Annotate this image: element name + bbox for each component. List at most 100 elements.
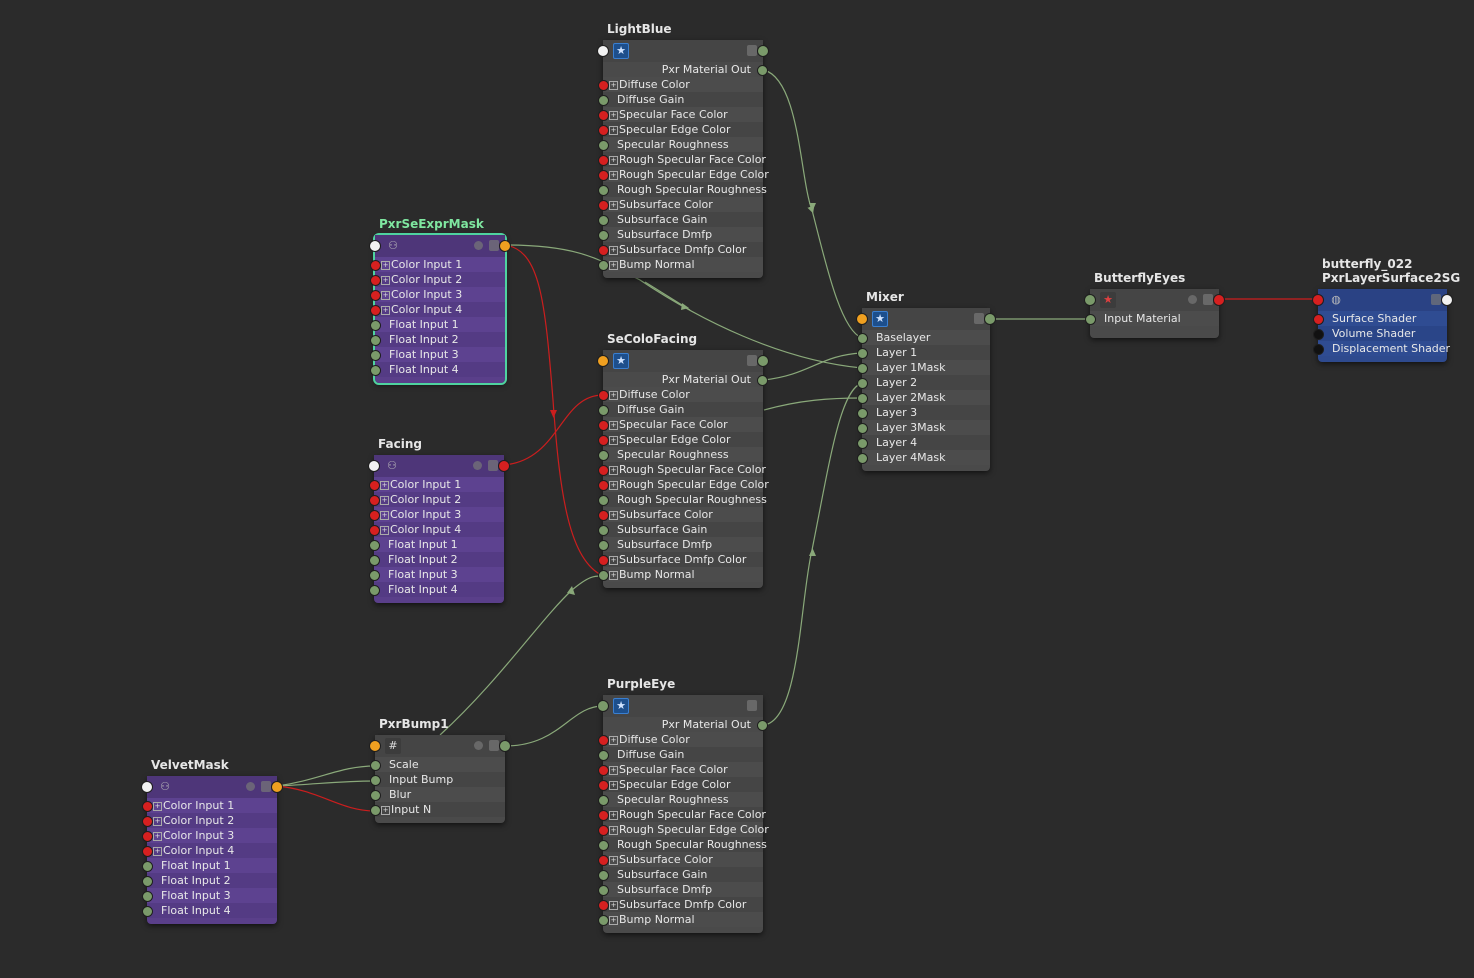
input-port[interactable] (142, 891, 153, 902)
attribute-row[interactable]: Rough Specular Roughness (598, 837, 767, 852)
expand-icon[interactable]: + (609, 125, 618, 135)
expand-icon[interactable]: + (153, 846, 162, 856)
menu-icon[interactable] (489, 240, 499, 251)
attribute-row[interactable]: Subsurface Gain (598, 212, 763, 227)
attribute-row[interactable]: Float Input 4 (142, 903, 277, 918)
input-port[interactable] (598, 230, 609, 241)
input-port[interactable] (598, 125, 609, 136)
attribute-row[interactable]: +Input N (370, 802, 505, 817)
attribute-row[interactable]: Float Input 3 (142, 888, 277, 903)
attribute-row[interactable]: Subsurface Dmfp (598, 227, 763, 242)
input-port[interactable] (369, 570, 380, 581)
input-port[interactable] (598, 525, 609, 536)
input-port[interactable] (370, 305, 381, 316)
node-header[interactable]: ★ (597, 40, 769, 62)
input-port[interactable] (1084, 294, 1096, 306)
expand-icon[interactable]: + (609, 570, 618, 580)
attribute-row[interactable]: +Specular Face Color (598, 107, 763, 122)
expand-icon[interactable]: + (609, 170, 618, 180)
input-port[interactable] (857, 363, 868, 374)
expand-icon[interactable]: + (609, 110, 618, 120)
input-port[interactable] (370, 790, 381, 801)
attribute-row[interactable]: +Rough Specular Edge Color (598, 822, 769, 837)
output-port[interactable] (498, 460, 510, 472)
input-port[interactable] (598, 495, 609, 506)
input-port[interactable] (856, 313, 868, 325)
output-port[interactable] (757, 375, 768, 386)
expand-icon[interactable]: + (381, 260, 390, 270)
input-port[interactable] (598, 855, 609, 866)
attribute-row[interactable]: Specular Roughness (598, 137, 763, 152)
input-port[interactable] (369, 740, 381, 752)
input-port[interactable] (1313, 314, 1324, 325)
toggle-icon[interactable] (474, 741, 483, 750)
node-exprmask[interactable]: PxrSeExprMask ⚇ +Color Input 1+Color Inp… (369, 217, 511, 385)
input-port[interactable] (141, 781, 153, 793)
menu-icon[interactable] (488, 460, 498, 471)
input-port[interactable] (857, 348, 868, 359)
attribute-row[interactable]: Input Material (1085, 311, 1219, 326)
expand-icon[interactable]: + (609, 915, 618, 925)
input-port[interactable] (142, 861, 153, 872)
expand-icon[interactable]: + (381, 805, 390, 815)
input-port[interactable] (370, 760, 381, 771)
attribute-row[interactable]: Float Input 4 (370, 362, 505, 377)
attribute-row[interactable]: +Color Input 3 (369, 507, 504, 522)
attribute-row[interactable]: Float Input 1 (142, 858, 277, 873)
input-port[interactable] (370, 775, 381, 786)
attribute-row[interactable]: +Bump Normal (598, 912, 763, 927)
input-port[interactable] (598, 420, 609, 431)
attribute-row[interactable]: +Specular Edge Color (598, 777, 763, 792)
attribute-row[interactable]: +Color Input 4 (369, 522, 504, 537)
attribute-row[interactable]: Float Input 2 (142, 873, 277, 888)
input-port[interactable] (598, 900, 609, 911)
attribute-row[interactable]: Specular Roughness (598, 792, 763, 807)
node-header[interactable]: ★ (597, 695, 763, 717)
input-port[interactable] (598, 915, 609, 926)
input-port[interactable] (857, 438, 868, 449)
expand-icon[interactable]: + (609, 245, 618, 255)
expand-icon[interactable]: + (609, 420, 618, 430)
attribute-row[interactable]: Displacement Shader (1313, 341, 1450, 356)
input-port[interactable] (598, 110, 609, 121)
input-port[interactable] (369, 495, 380, 506)
node-header[interactable]: ⚇ (369, 235, 511, 257)
menu-icon[interactable] (747, 355, 757, 366)
attribute-row[interactable]: Blur (370, 787, 505, 802)
attribute-row[interactable]: Baselayer (857, 330, 990, 345)
input-port[interactable] (598, 735, 609, 746)
attribute-row[interactable]: Float Input 4 (369, 582, 504, 597)
input-port[interactable] (369, 540, 380, 551)
expand-icon[interactable]: + (381, 275, 390, 285)
attribute-row[interactable]: +Color Input 4 (142, 843, 277, 858)
output-port[interactable] (499, 240, 511, 252)
input-port[interactable] (598, 200, 609, 211)
input-port[interactable] (370, 290, 381, 301)
expand-icon[interactable]: + (609, 510, 618, 520)
toggle-icon[interactable] (474, 241, 483, 250)
input-port[interactable] (142, 816, 153, 827)
attribute-row[interactable]: Diffuse Gain (598, 402, 763, 417)
output-port[interactable] (757, 65, 768, 76)
input-port[interactable] (142, 876, 153, 887)
input-port[interactable] (598, 185, 609, 196)
node-header[interactable]: ★ (597, 350, 769, 372)
attribute-row[interactable]: Layer 4 (857, 435, 990, 450)
input-port[interactable] (369, 555, 380, 566)
expand-icon[interactable]: + (609, 465, 618, 475)
attribute-row[interactable]: +Color Input 1 (369, 477, 504, 492)
expand-icon[interactable]: + (609, 80, 618, 90)
attribute-row[interactable]: Subsurface Gain (598, 867, 763, 882)
expand-icon[interactable]: + (609, 200, 618, 210)
input-port[interactable] (142, 831, 153, 842)
node-header[interactable]: ★ (1084, 289, 1225, 311)
node-header[interactable]: # (369, 735, 511, 757)
attribute-row[interactable]: Layer 2 (857, 375, 990, 390)
input-port[interactable] (368, 460, 380, 472)
input-port[interactable] (370, 350, 381, 361)
input-port[interactable] (370, 365, 381, 376)
attribute-row[interactable]: +Color Input 2 (370, 272, 505, 287)
expand-icon[interactable]: + (609, 555, 618, 565)
